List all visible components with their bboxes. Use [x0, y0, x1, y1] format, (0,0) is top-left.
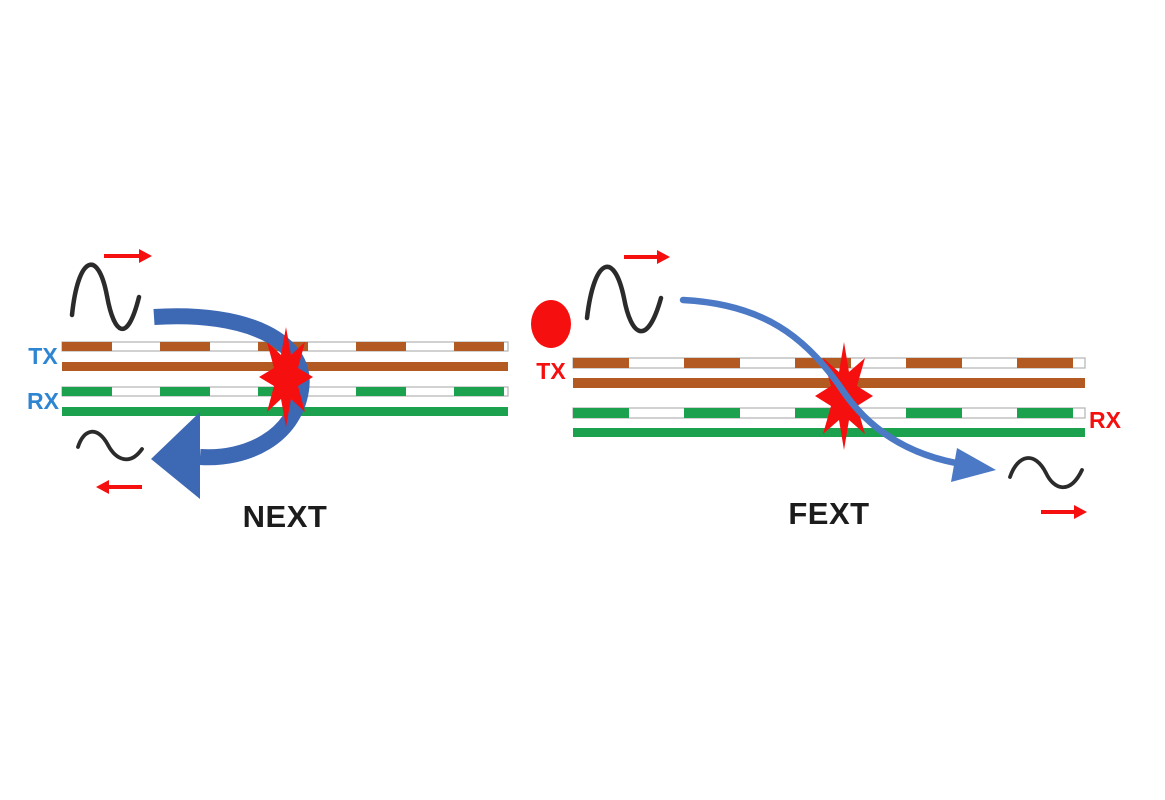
next-diagram: TX RX [27, 249, 509, 534]
fext-rx-label: RX [1089, 407, 1122, 433]
next-rx-label: RX [27, 388, 60, 414]
next-title: NEXT [243, 499, 328, 534]
fext-coupled-sine-wave-icon [1008, 456, 1084, 490]
next-coupled-direction-arrow-icon [96, 480, 142, 494]
fext-tx-label: TX [536, 358, 566, 384]
next-coupling-arrow-icon [151, 308, 310, 499]
fext-rx-solid-wire [573, 428, 1085, 437]
fext-transmitter-dot-icon [531, 300, 571, 348]
fext-coupled-direction-arrow-icon [1041, 505, 1087, 519]
fext-title: FEXT [788, 496, 869, 531]
next-tx-sine-wave-icon [69, 262, 142, 332]
next-tx-label: TX [28, 343, 58, 369]
fext-diagram: TX [531, 250, 1122, 531]
next-tx-direction-arrow-icon [104, 249, 152, 263]
next-coupled-sine-wave-icon [76, 429, 144, 462]
next-crosstalk-starburst-icon [259, 327, 313, 427]
fext-tx-solid-wire [573, 378, 1085, 388]
fext-tx-direction-arrow-icon [624, 250, 670, 264]
fext-coupling-arrow-icon [679, 296, 996, 482]
fext-tx-sine-wave-icon [584, 264, 664, 334]
